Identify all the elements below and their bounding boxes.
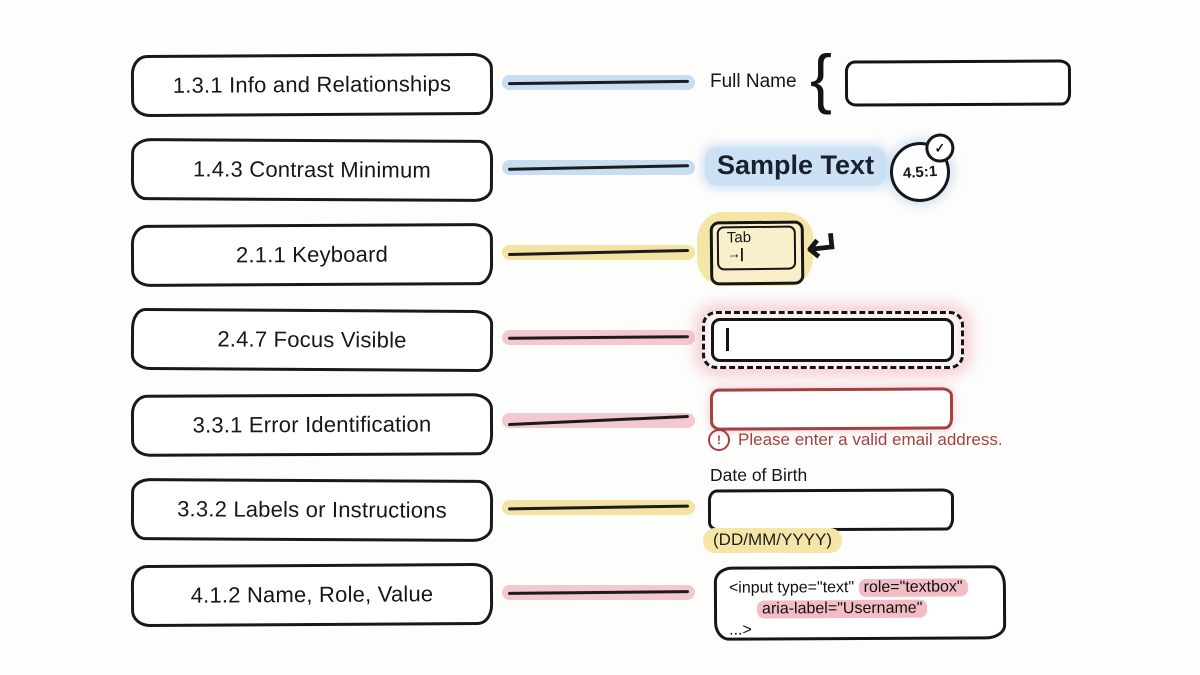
date-of-birth-label: Date of Birth xyxy=(710,465,808,485)
tab-arrow-icon: →| xyxy=(726,245,744,262)
sample-text: Sample Text xyxy=(705,147,887,186)
focus-ring-outline xyxy=(702,311,964,369)
tab-key[interactable]: Tab →| xyxy=(709,220,805,286)
connector-line xyxy=(507,164,690,171)
code-line-2: aria-label="Username" xyxy=(756,597,991,619)
criterion-label: 1.4.3 Contrast Minimum xyxy=(192,156,432,183)
connector-line xyxy=(507,248,690,257)
connector-line xyxy=(507,590,690,595)
error-message-row: ! Please enter a valid email address. xyxy=(708,429,1003,451)
date-of-birth-input[interactable] xyxy=(707,488,955,532)
return-arrow-icon: ↵ xyxy=(803,221,844,272)
criterion-label: 3.3.2 Labels or Instructions xyxy=(177,496,447,523)
tab-keytop: Tab →| xyxy=(716,225,797,271)
connector-highlight xyxy=(502,585,695,600)
focused-text-input[interactable] xyxy=(711,318,954,362)
criterion-label: 2.4.7 Focus Visible xyxy=(217,326,407,353)
criterion-label: 4.1.2 Name, Role, Value xyxy=(190,581,434,608)
full-name-input[interactable] xyxy=(844,59,1072,107)
connector-line xyxy=(507,79,690,86)
contrast-ratio-value: 4.5:1 xyxy=(902,162,938,182)
criterion-label: 2.1.1 Keyboard xyxy=(235,241,389,268)
criterion-box-error-identification: 3.3.1 Error Identification xyxy=(130,393,494,457)
code-line-1: <input type="text" role="textbox" xyxy=(729,576,991,598)
text-caret xyxy=(726,328,729,351)
criterion-box-keyboard: 2.1.1 Keyboard xyxy=(130,223,494,287)
date-format-hint: (DD/MM/YYYY) xyxy=(703,528,842,553)
connector-highlight xyxy=(502,500,695,515)
connector-line xyxy=(507,504,690,511)
criterion-box-name-role-value: 4.1.2 Name, Role, Value xyxy=(130,562,494,628)
criterion-box-labels-instructions: 3.3.2 Labels or Instructions xyxy=(130,478,494,542)
code-arialabel-highlight: aria-label="Username" xyxy=(756,599,928,619)
connector-highlight xyxy=(502,330,695,345)
connector-line xyxy=(508,414,689,427)
code-role-highlight: role="textbox" xyxy=(858,578,968,598)
full-name-label: Full Name xyxy=(710,71,797,92)
tab-key-label: Tab xyxy=(726,229,752,247)
connector-highlight xyxy=(502,75,695,90)
connector-highlight xyxy=(502,413,695,428)
code-line-3: ...> xyxy=(729,621,752,639)
criterion-box-contrast-minimum: 1.4.3 Contrast Minimum xyxy=(130,138,494,202)
brace-glyph: { xyxy=(810,41,833,115)
contrast-ratio-badge: 4.5:1 ✓ xyxy=(887,132,956,205)
code-snippet-box: <input type="text" role="textbox" aria-l… xyxy=(713,565,1007,641)
connector-line xyxy=(507,335,690,340)
error-alert-icon: ! xyxy=(708,429,730,451)
criterion-box-info-relationships: 1.3.1 Info and Relationships xyxy=(130,52,494,118)
criterion-label: 1.3.1 Info and Relationships xyxy=(172,71,452,98)
connector-highlight xyxy=(502,160,695,175)
code-plain: <input type="text" xyxy=(728,579,859,597)
check-icon: ✓ xyxy=(924,132,956,164)
invalid-email-input[interactable] xyxy=(709,387,954,431)
criterion-label: 3.3.1 Error Identification xyxy=(192,411,432,438)
error-message-text: Please enter a valid email address. xyxy=(738,430,1003,449)
connector-highlight xyxy=(502,245,695,260)
criterion-box-focus-visible: 2.4.7 Focus Visible xyxy=(130,307,494,373)
